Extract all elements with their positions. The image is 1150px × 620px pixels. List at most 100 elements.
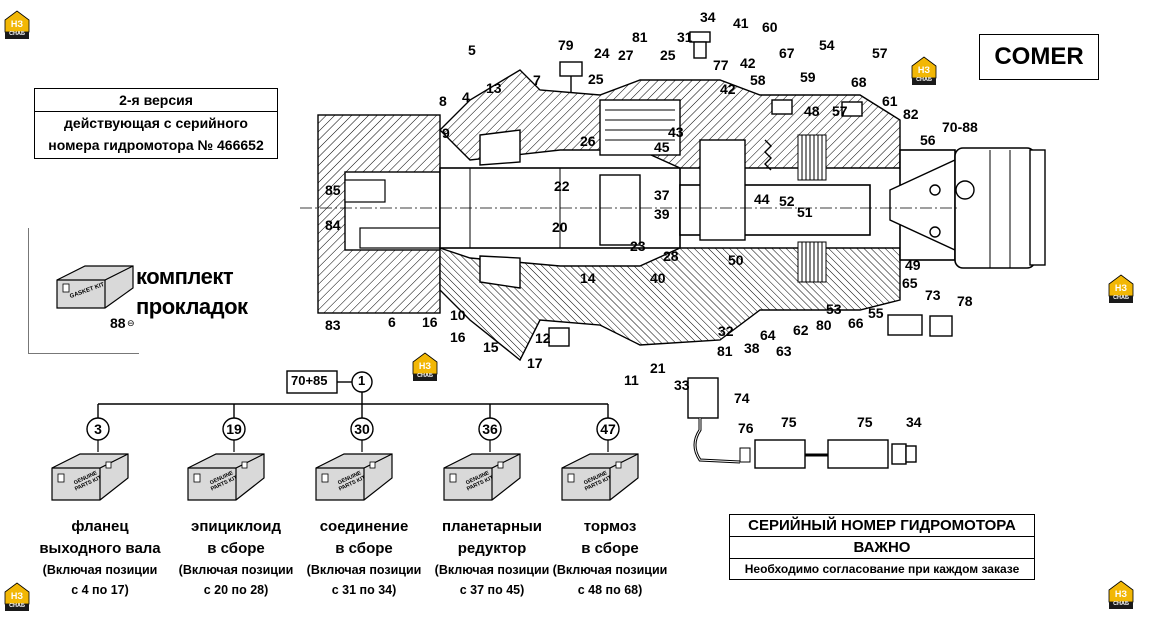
callout-65: 65: [902, 275, 918, 291]
kit-title-line2: в сборе: [207, 540, 265, 557]
kit-range-line2: с 4 по 17): [71, 583, 129, 597]
callout-34: 34: [906, 414, 922, 430]
kit-range-line2: с 20 по 28): [203, 583, 269, 597]
gasket-ref-marker-icon: ⊖: [127, 318, 135, 328]
version-line2: действующая с серийного: [64, 115, 248, 131]
callout-42: 42: [720, 81, 736, 97]
callout-38: 38: [744, 340, 760, 356]
hydraulic-motor-body: [889, 147, 1046, 269]
serial-line2: ВАЖНО: [730, 537, 1034, 559]
kit-ref-19: 19: [226, 421, 242, 437]
callout-68: 68: [851, 74, 867, 90]
callout-59: 59: [800, 69, 816, 85]
serial-box: СЕРИЙНЫЙ НОМЕР ГИДРОМОТОРА ВАЖНО Необход…: [729, 514, 1035, 580]
callout-6: 6: [388, 314, 396, 330]
callout-37: 37: [654, 187, 670, 203]
callout-39: 39: [654, 206, 670, 222]
callout-23: 23: [630, 238, 646, 254]
callout-16: 16: [450, 329, 466, 345]
kit-box-30: GENUINE PARTS KIT: [314, 448, 394, 510]
callout-10: 10: [450, 307, 466, 323]
callout-78: 78: [957, 293, 973, 309]
callout-22: 22: [554, 178, 570, 194]
callout-73: 73: [925, 287, 941, 303]
nz-snab-logo-icon: НЗ СНАБ: [1106, 272, 1136, 309]
callout-80: 80: [816, 317, 832, 333]
callout-20: 20: [552, 219, 568, 235]
callout-44: 44: [754, 191, 770, 207]
kit-range-line1: (Включая позиции: [552, 563, 668, 577]
nz-snab-logo-icon: НЗ СНАБ: [1106, 578, 1136, 615]
kit-title-line1: тормоз: [583, 518, 637, 535]
kit-title-line1: фланец: [71, 518, 129, 535]
callout-74: 74: [734, 390, 750, 406]
kit-caption-19: эпициклоид в сборе (Включая позиции с 20 по…: [166, 516, 306, 600]
kit-title-line2: в сборе: [335, 540, 393, 557]
hose-assembly: [687, 377, 917, 469]
callout-75: 75: [857, 414, 873, 430]
kit-title-line1: планетарныи: [441, 518, 543, 535]
plug-34-top: [689, 31, 711, 43]
gasket-kit-box: GASKET KIT 88 ⊖: [55, 258, 135, 331]
callout-57: 57: [872, 45, 888, 61]
nz-snab-logo-icon: НЗ СНАБ: [410, 350, 440, 387]
kit-ref-30: 30: [354, 421, 370, 437]
kit-ref-47: 47: [600, 421, 616, 437]
kit-box-19: GENUINE PARTS KIT: [186, 448, 266, 510]
callout-32: 32: [718, 323, 734, 339]
kit-range-line2: с 48 по 68): [577, 583, 643, 597]
fitting-78: [929, 315, 953, 337]
callout-84: 84: [325, 217, 341, 233]
callout-81: 81: [632, 29, 648, 45]
version-line1: 2-я версия: [35, 89, 277, 112]
kit-ref-3: 3: [94, 421, 102, 437]
callout-49: 49: [905, 257, 921, 273]
root-ref: 1: [358, 373, 366, 388]
kit-box-36: GENUINE PARTS KIT: [442, 448, 522, 510]
callout-40: 40: [650, 270, 666, 286]
callout-77: 77: [713, 57, 729, 73]
kit-range-line1: (Включая позиции: [178, 563, 294, 577]
root-label: 70+85: [291, 373, 328, 388]
gasket-ref: 88: [110, 315, 126, 331]
callout-60: 60: [762, 19, 778, 35]
callout-34: 34: [700, 9, 716, 25]
callout-66: 66: [848, 315, 864, 331]
callout-54: 54: [819, 37, 835, 53]
kit-range-line1: (Включая позиции: [306, 563, 422, 577]
gasket-label-line1: комплект: [136, 264, 234, 289]
callout-17: 17: [527, 355, 543, 371]
callout-83: 83: [325, 317, 341, 333]
callout-25: 25: [660, 47, 676, 63]
callout-41: 41: [733, 15, 749, 31]
planet-gear-upper: [599, 99, 681, 156]
callout-27: 27: [618, 47, 634, 63]
kit-caption-47: тормоз в сборе (Включая позиции с 48 по 68): [540, 516, 680, 600]
brake-discs: [797, 134, 827, 283]
kit-title-line1: эпициклоид: [191, 518, 281, 535]
callout-14: 14: [580, 270, 596, 286]
callout-62: 62: [793, 322, 809, 338]
callout-75: 75: [781, 414, 797, 430]
callout-12: 12: [535, 330, 551, 346]
plug-79: [559, 61, 583, 77]
callout-76: 76: [738, 420, 754, 436]
gasket-kit-group: [28, 228, 139, 354]
bearing-upper: [479, 129, 521, 166]
nz-snab-logo-icon: НЗ СНАБ: [2, 580, 32, 617]
gasket-label-line2: прокладок: [136, 294, 248, 319]
kit-title-line2: редуктор: [457, 540, 527, 557]
kit-box-47: GENUINE PARTS KIT: [560, 448, 640, 510]
version-line3: номера гидромотора № 466652: [48, 137, 264, 153]
kit-range-line2: с 37 по 45): [459, 583, 525, 597]
callout-82: 82: [903, 106, 919, 122]
kit-title-line2: в сборе: [581, 540, 639, 557]
callout-25: 25: [588, 71, 604, 87]
callout-58: 58: [750, 72, 766, 88]
callout-24: 24: [594, 45, 610, 61]
